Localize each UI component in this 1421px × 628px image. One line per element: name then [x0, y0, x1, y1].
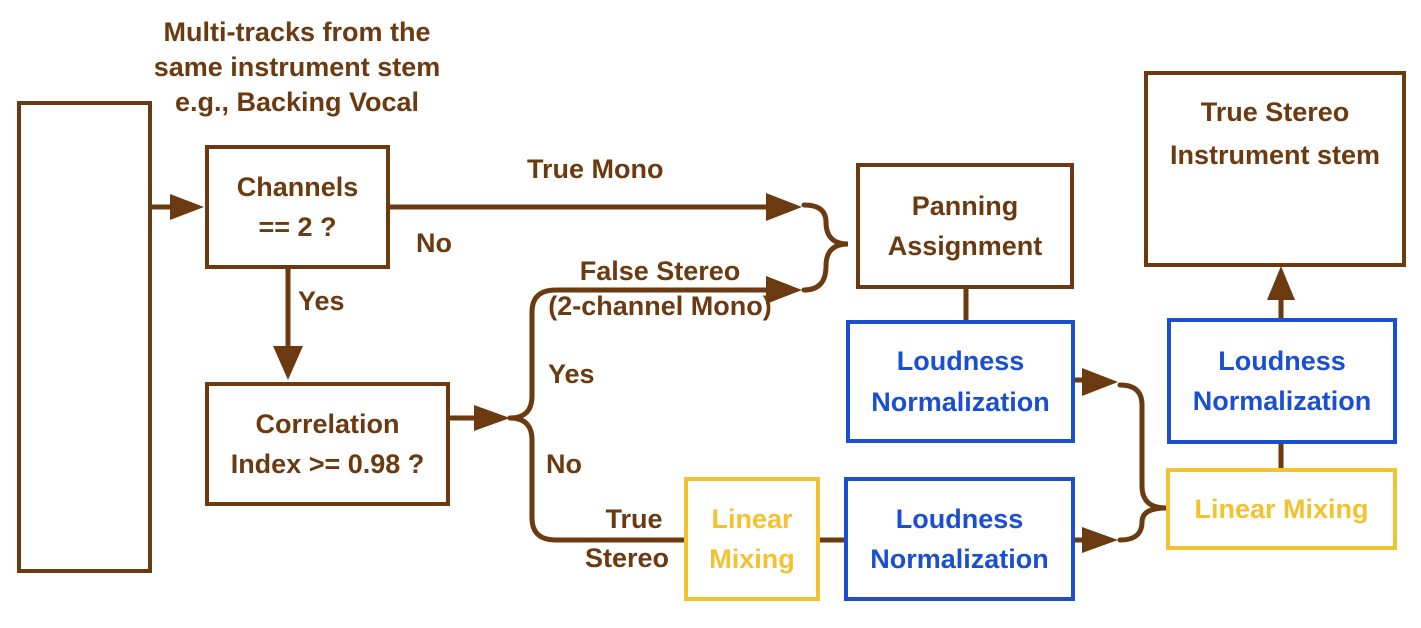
arrowhead-loudness-bottom: [1082, 527, 1118, 553]
arrowhead-correlation: [273, 346, 303, 380]
label-true-mono: True Mono: [527, 154, 664, 184]
output-line-1: True Stereo: [1200, 97, 1350, 127]
linear-mixing-right-label: Linear Mixing: [1194, 493, 1369, 524]
correlation-check-box: Correlation Index >= 0.98 ?: [205, 382, 450, 506]
source-caption-line-1: Multi-tracks from the: [163, 17, 431, 47]
label-no-top: No: [416, 228, 452, 258]
label-yes-mid: Yes: [548, 359, 595, 389]
arrowhead-false-stereo: [766, 276, 802, 304]
source-tracks-box: [17, 101, 152, 573]
linear-mixing-left-line-2: Mixing: [709, 544, 795, 574]
correlation-line-2: Index >= 0.98 ?: [230, 449, 425, 479]
loudness-normalization-box-top: Loudness Normalization: [846, 320, 1075, 443]
loudness-right-line-2: Normalization: [1192, 386, 1372, 416]
label-true-stereo: True Stereo: [572, 500, 682, 578]
channels-line-2: == 2 ?: [258, 212, 337, 242]
channels-check-box: Channels == 2 ?: [205, 145, 390, 269]
linear-mixing-box-left: Linear Mixing: [684, 477, 820, 601]
connectors: [149, 202, 1284, 543]
linear-mixing-box-right: Linear Mixing: [1166, 468, 1397, 550]
source-caption-line-3: e.g., Backing Vocal: [174, 87, 420, 118]
loudness-normalization-box-bottom: Loudness Normalization: [844, 477, 1075, 601]
loudness-normalization-box-right: Loudness Normalization: [1167, 318, 1397, 444]
label-false-stereo: False Stereo (2-channel Mono): [540, 254, 780, 324]
loudness-right-line-1: Loudness: [1218, 345, 1346, 376]
merge-brace-panning: [801, 202, 849, 293]
channels-line-1: Channels: [236, 171, 359, 202]
arrowhead-split: [474, 405, 510, 431]
arrowheads: [170, 193, 1295, 553]
label-yes-top: Yes: [298, 286, 345, 316]
source-caption: Multi-tracks from the same instrument st…: [147, 15, 447, 120]
output-stem-box: True Stereo Instrument stem: [1144, 71, 1406, 267]
arrowhead-loudness-top: [1082, 368, 1118, 396]
arrowhead-output: [1267, 266, 1295, 300]
loudness-bottom-line-2: Normalization: [870, 544, 1049, 574]
label-true-stereo-line-1: True: [605, 504, 663, 534]
loudness-top-line-1: Loudness: [896, 346, 1025, 376]
panning-line-1: Panning: [911, 190, 1019, 221]
merge-brace-linear-mixing: [1117, 382, 1167, 543]
output-line-2: Instrument stem: [1169, 140, 1381, 171]
label-false-stereo-line-1: False Stereo: [579, 256, 741, 286]
label-no-mid: No: [546, 449, 582, 479]
connector-split-false-stereo: [507, 287, 771, 421]
connector-split-true-stereo: [507, 415, 686, 543]
arrowhead-channels: [170, 194, 204, 220]
panning-line-2: Assignment: [887, 231, 1043, 261]
arrowhead-true-mono: [766, 193, 802, 221]
loudness-top-line-2: Normalization: [871, 386, 1050, 417]
correlation-line-1: Correlation: [255, 408, 400, 439]
label-false-stereo-line-2: (2-channel Mono): [548, 291, 772, 322]
linear-mixing-left-line-1: Linear: [711, 503, 793, 534]
loudness-bottom-line-1: Loudness: [895, 503, 1024, 534]
label-true-stereo-line-2: Stereo: [584, 543, 670, 574]
source-caption-line-2: same instrument stem: [153, 52, 441, 83]
panning-assignment-box: Panning Assignment: [856, 163, 1074, 289]
